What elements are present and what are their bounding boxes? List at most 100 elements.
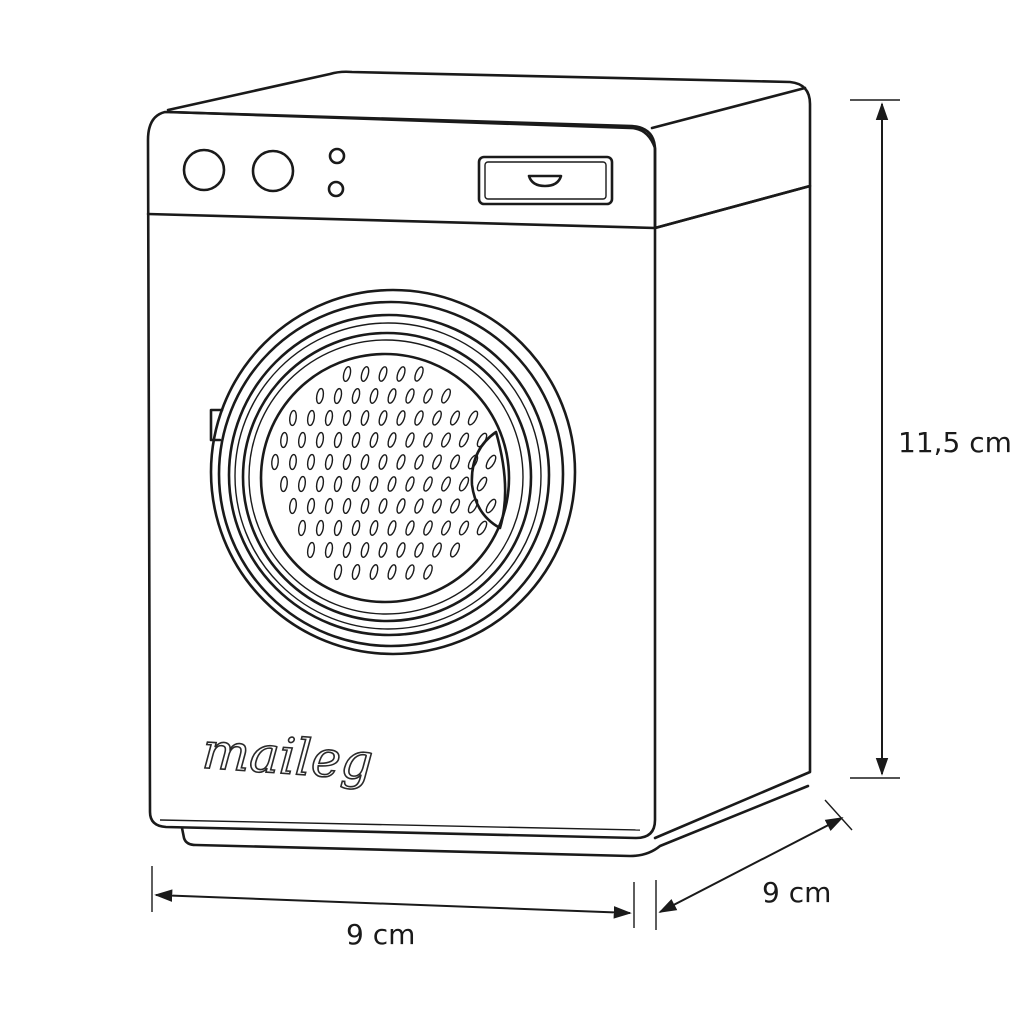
- drum-perforations: [271, 365, 497, 581]
- drum-hole: [369, 388, 379, 404]
- drum-hole: [351, 475, 361, 493]
- drum-hole: [396, 410, 406, 426]
- drum-hole: [369, 520, 379, 536]
- width-label: 9 cm: [346, 918, 415, 951]
- control-panel: [182, 147, 614, 206]
- drum-hole: [432, 542, 442, 558]
- drum-hole: [360, 366, 370, 382]
- drum-hole: [324, 453, 334, 471]
- drum-hole: [288, 497, 298, 515]
- drum-hole: [280, 475, 288, 493]
- drum-hole: [378, 454, 388, 470]
- drum-hole: [387, 476, 397, 492]
- door-assembly: [209, 288, 577, 656]
- drum-hole: [297, 519, 307, 537]
- drum-hole: [351, 431, 361, 449]
- drum-hole: [440, 388, 452, 404]
- drum-hole: [369, 476, 379, 492]
- drum-hole: [306, 497, 316, 515]
- width-dimension: 9 cm: [151, 866, 635, 951]
- drum-hole: [315, 519, 325, 537]
- door-outer-ring: [209, 288, 577, 656]
- height-dimension: 11,5 cm: [850, 99, 1012, 779]
- depth-dimension: 9 cm: [655, 799, 853, 930]
- drum-hole: [449, 410, 461, 426]
- drum-hole: [414, 366, 424, 382]
- drum-hole: [467, 410, 479, 426]
- drum-hole: [449, 542, 461, 558]
- drum-hole: [414, 542, 424, 558]
- drum-hole: [324, 541, 334, 559]
- drum-paddle: [470, 430, 507, 530]
- drum-hole: [324, 409, 334, 427]
- drum-hole: [360, 454, 370, 470]
- drum-hole: [414, 410, 424, 426]
- machine-top: [166, 70, 812, 230]
- drum-hole: [440, 432, 452, 448]
- drum-hole: [405, 432, 415, 448]
- drum-hole: [485, 498, 497, 514]
- drum-hole: [387, 432, 397, 448]
- drum-hole: [342, 453, 352, 471]
- drum-hole: [351, 519, 361, 537]
- drum-hole: [333, 475, 343, 493]
- drum-hole: [306, 541, 316, 559]
- drum-hole: [271, 453, 279, 471]
- brand-logo: maileg: [200, 722, 374, 792]
- drum-hole: [342, 409, 352, 427]
- drum-hole: [369, 432, 379, 448]
- detergent-drawer: [477, 155, 614, 206]
- drum-hole: [432, 454, 442, 470]
- drum-hole: [458, 520, 470, 536]
- drum-opening: [259, 352, 511, 604]
- drum-hole: [396, 366, 406, 382]
- drum-hole: [342, 541, 352, 559]
- drum-hole: [476, 520, 488, 536]
- drum-hole: [333, 431, 343, 449]
- drum-hole: [423, 520, 433, 536]
- drum-hole: [476, 476, 488, 492]
- indicator-light-top: [328, 147, 346, 165]
- left-dial: [182, 148, 226, 192]
- drum-hole: [280, 431, 288, 449]
- drum-hole: [414, 454, 424, 470]
- drum-hole: [342, 365, 352, 383]
- drum-hole: [432, 410, 442, 426]
- drum-hole: [405, 388, 415, 404]
- drum-hole: [315, 475, 325, 493]
- drum-hole: [485, 454, 497, 470]
- drum-hole: [378, 366, 388, 382]
- machine-base: [180, 784, 810, 858]
- drum-hole: [378, 542, 388, 558]
- drum-hole: [297, 431, 307, 449]
- drum-hole: [396, 454, 406, 470]
- drawer-handle: [527, 174, 563, 188]
- drum-hole: [351, 387, 361, 405]
- drum-hole: [414, 498, 424, 514]
- machine-front: [146, 110, 657, 840]
- drum-hole: [360, 410, 370, 426]
- drum-hole: [378, 498, 388, 514]
- drum-hole: [306, 409, 316, 427]
- drum-hole: [423, 476, 433, 492]
- drum-hole: [423, 432, 433, 448]
- machine-side: [653, 184, 812, 840]
- drum-hole: [378, 410, 388, 426]
- drum-hole: [405, 520, 415, 536]
- drum-hole: [360, 542, 370, 558]
- drum-hole: [449, 498, 461, 514]
- drum-hole: [360, 498, 370, 514]
- drum-hole: [449, 454, 461, 470]
- drum-hole: [333, 563, 343, 581]
- drum-hole: [405, 564, 415, 580]
- drum-hole: [333, 387, 343, 405]
- door-hinge: [209, 408, 224, 442]
- drum-hole: [440, 520, 452, 536]
- drum-hole: [324, 497, 334, 515]
- indicator-light-bottom: [327, 180, 345, 198]
- drum-hole: [458, 476, 470, 492]
- drum-hole: [306, 453, 316, 471]
- washing-machine-body: [146, 70, 812, 858]
- drum-hole: [432, 498, 442, 514]
